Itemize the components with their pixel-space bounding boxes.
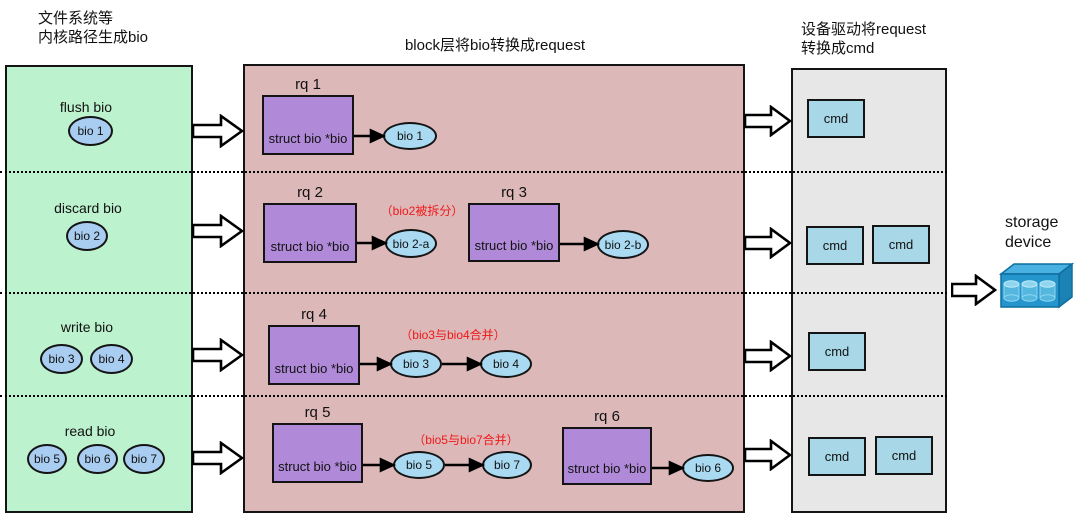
rq6-box: struct bio *bio xyxy=(562,427,652,485)
struct-bio-label: struct bio *bio xyxy=(567,461,647,476)
rq4-box: struct bio *bio xyxy=(268,325,360,385)
struct-bio-label: struct bio *bio xyxy=(278,459,357,474)
rq1-box: struct bio *bio xyxy=(262,95,354,155)
bio-ellipse: bio 5 xyxy=(27,444,67,474)
rq3-box: struct bio *bio xyxy=(468,203,560,262)
rq5-label: rq 5 xyxy=(304,404,331,421)
annotation-bio5-7-merge: （bio5与bio7合并） xyxy=(413,433,519,447)
bio-ellipse: bio 4 xyxy=(90,344,133,374)
cmd-box: cmd xyxy=(807,99,865,138)
struct-bio-label: struct bio *bio xyxy=(270,239,350,254)
bio-ellipse: bio 3 xyxy=(390,350,442,378)
cmd-box: cmd xyxy=(872,225,930,264)
cmd-box: cmd xyxy=(875,436,933,475)
cmd-box: cmd xyxy=(806,226,864,265)
row-label-discard: discard bio xyxy=(54,200,122,216)
flow-arrow-icon xyxy=(951,274,997,306)
bio-ellipse: bio 4 xyxy=(480,350,532,378)
rq6-label: rq 6 xyxy=(594,408,620,425)
right-column-title: 设备驱动将request 转换成cmd xyxy=(801,21,927,57)
row-label-flush: flush bio xyxy=(59,99,113,115)
row-label-write: write bio xyxy=(60,319,114,335)
rq2-label: rq 2 xyxy=(297,184,323,201)
flow-arrow-icon xyxy=(744,439,792,471)
flow-arrow-icon xyxy=(192,338,244,372)
flow-arrow-icon xyxy=(192,441,244,475)
rq3-label: rq 3 xyxy=(501,184,527,201)
cmd-box: cmd xyxy=(808,437,866,476)
flow-arrow-icon xyxy=(744,105,792,137)
bio-ellipse: bio 2-a xyxy=(385,229,437,258)
struct-bio-label: struct bio *bio xyxy=(268,131,348,146)
rq2-box: struct bio *bio xyxy=(263,203,357,263)
cmd-box: cmd xyxy=(808,332,866,371)
bio-ellipse: bio 3 xyxy=(40,344,83,374)
row-divider xyxy=(0,395,947,397)
bio-ellipse: bio 2 xyxy=(66,221,108,251)
bio-ellipse: bio 5 xyxy=(393,451,445,479)
bio-ellipse: bio 7 xyxy=(482,451,532,479)
bio-ellipse: bio 6 xyxy=(77,444,118,474)
rq5-box: struct bio *bio xyxy=(272,423,363,483)
flow-arrow-icon xyxy=(192,214,244,248)
annotation-bio2-split: （bio2被拆分） xyxy=(380,204,464,218)
center-column-title: block层将bio转换成request xyxy=(404,37,586,54)
bio-ellipse: bio 1 xyxy=(68,116,113,146)
rq1-label: rq 1 xyxy=(295,76,321,93)
bio-ellipse: bio 7 xyxy=(123,444,165,474)
flow-arrow-icon xyxy=(744,227,792,259)
struct-bio-label: struct bio *bio xyxy=(474,238,554,253)
storage-device-label: storage device xyxy=(1005,214,1059,251)
annotation-bio3-4-merge: （bio3与bio4合并） xyxy=(400,328,506,342)
flow-arrow-icon xyxy=(192,114,244,148)
flow-arrow-icon xyxy=(744,340,792,372)
storage-device-icon xyxy=(998,262,1075,309)
row-divider xyxy=(0,171,947,173)
bio-ellipse: bio 6 xyxy=(682,454,734,482)
row-label-read: read bio xyxy=(64,423,116,439)
left-column-title: 文件系统等 内核路径生成bio xyxy=(38,10,149,46)
row-divider xyxy=(0,292,947,294)
rq4-label: rq 4 xyxy=(301,306,327,323)
struct-bio-label: struct bio *bio xyxy=(274,361,354,376)
bio-ellipse: bio 1 xyxy=(383,122,437,150)
bio-ellipse: bio 2-b xyxy=(597,230,649,259)
